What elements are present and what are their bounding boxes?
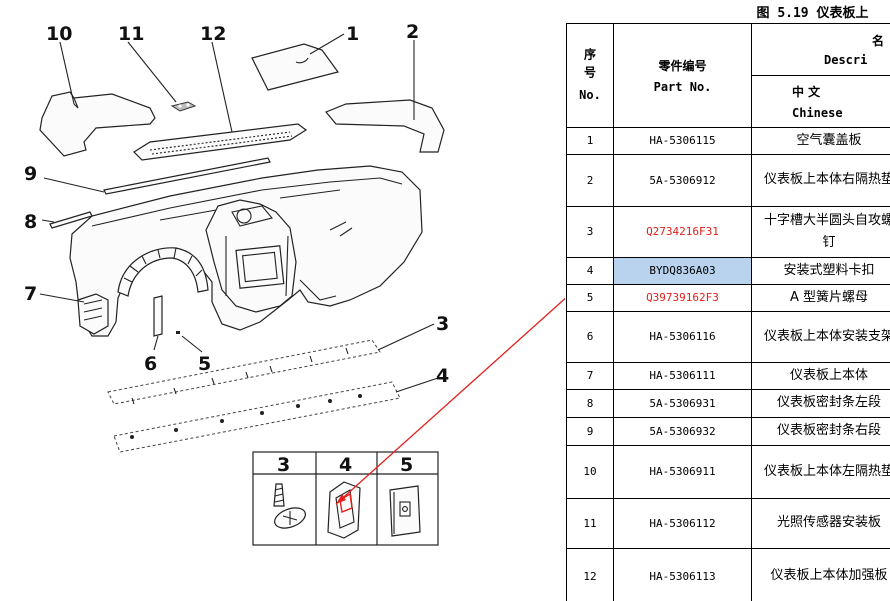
row-name: 空气囊盖板 <box>750 126 890 155</box>
red-arrow-head <box>336 494 346 504</box>
part-1-airbag-cover <box>251 43 340 91</box>
row-name: 仪表板上本体 <box>750 361 890 390</box>
parts-table-panel: 图 5.19 仪表板上 序号 No. 零件编号 Part No. 名 Descr… <box>566 0 890 601</box>
callout-12: 12 <box>200 23 226 45</box>
screw-drawing <box>273 483 306 529</box>
parts-table: 图 5.19 仪表板上 序号 No. 零件编号 Part No. 名 Descr… <box>566 0 890 601</box>
table-row: 4 BYDQ836A03 安装式塑料卡扣 <box>566 256 890 285</box>
exploded-parts-diagram: 10 11 12 1 2 9 8 7 6 5 3 4 3 4 5 <box>24 21 565 546</box>
row-part-no: HA-5306112 <box>613 497 752 549</box>
row-part-no: HA-5306116 <box>613 310 752 363</box>
callout-9: 9 <box>24 163 37 185</box>
row-part-no: HA-5306111 <box>613 361 752 390</box>
table-row: 2 5A-5306912 仪表板上本体右隔热垫 <box>566 153 890 207</box>
spring-nut-drawing <box>389 485 421 537</box>
row-part-no: HA-5306113 <box>613 547 752 601</box>
header-chinese: 中 文 Chinese <box>750 74 890 128</box>
row-no: 2 <box>566 153 614 207</box>
callout-11: 11 <box>118 23 144 45</box>
red-pointer-arrow <box>335 297 565 505</box>
row-no: 5 <box>566 283 614 312</box>
table-title: 图 5.19 仪表板上 <box>566 0 890 24</box>
part-7-dashboard-body <box>69 165 423 337</box>
table-row: 3 Q2734216F31 十字槽大半圆头自攻螺钉 <box>566 205 890 258</box>
row-no: 4 <box>566 256 614 285</box>
callout-2: 2 <box>406 21 419 43</box>
table-row: 7 HA-5306111 仪表板上本体 <box>566 361 890 390</box>
callout-4: 4 <box>436 365 449 387</box>
row-name: 仪表板上本体加强板 <box>750 547 890 601</box>
part-3-screw-band <box>107 339 381 405</box>
table-row: 10 HA-5306911 仪表板上本体左隔热垫 <box>566 444 890 499</box>
callout-7: 7 <box>24 283 37 305</box>
fastener-inset: 3 4 5 <box>252 451 439 546</box>
callout-8: 8 <box>24 211 37 233</box>
row-part-no-highlighted: BYDQ836A03 <box>613 256 752 285</box>
header-part-no: 零件编号 Part No. <box>613 22 752 128</box>
table-row: 9 5A-5306932 仪表板密封条右段 <box>566 416 890 446</box>
table-row: 11 HA-5306112 光照传感器安装板 <box>566 497 890 549</box>
callout-6: 6 <box>144 353 157 375</box>
row-part-no: Q39739162F3 <box>613 283 752 312</box>
inset-label-3: 3 <box>277 454 290 476</box>
table-row: 1 HA-5306115 空气囊盖板 <box>566 126 890 155</box>
row-name: 仪表板密封条左段 <box>750 388 890 418</box>
row-name: 仪表板上本体右隔热垫 <box>750 153 890 207</box>
row-part-no: 5A-5306931 <box>613 388 752 418</box>
row-name: 安装式塑料卡扣 <box>750 256 890 285</box>
header-description: 名 Descri <box>750 22 890 76</box>
row-part-no: 5A-5306932 <box>613 416 752 446</box>
table-row: 6 HA-5306116 仪表板上本体安装支架 <box>566 310 890 363</box>
clip-drawing <box>327 481 361 539</box>
callout-1: 1 <box>346 23 359 45</box>
header-seq: 序号 No. <box>566 22 614 128</box>
row-part-no: HA-5306911 <box>613 444 752 499</box>
row-name: A 型簧片螺母 <box>750 283 890 312</box>
leader-lines <box>39 33 439 393</box>
row-name: 十字槽大半圆头自攻螺钉 <box>750 205 890 258</box>
row-no: 10 <box>566 444 614 499</box>
row-part-no: HA-5306115 <box>613 126 752 155</box>
part-10-left-heat-pad <box>39 91 156 157</box>
row-part-no: Q2734216F31 <box>613 205 752 258</box>
part-4-clip-band <box>113 381 401 453</box>
part-6-bracket <box>153 295 163 337</box>
row-part-no: 5A-5306912 <box>613 153 752 207</box>
part-2-right-heat-pad <box>325 99 445 153</box>
row-name: 仪表板密封条右段 <box>750 416 890 446</box>
part-11-sensor-plate <box>170 101 197 112</box>
row-no: 7 <box>566 361 614 390</box>
table-row: 12 HA-5306113 仪表板上本体加强板 <box>566 547 890 601</box>
row-no: 9 <box>566 416 614 446</box>
callout-10: 10 <box>46 23 72 45</box>
callout-numbers: 10 11 12 1 2 9 8 7 6 5 3 4 <box>24 21 449 387</box>
callout-3: 3 <box>436 313 449 335</box>
row-no: 8 <box>566 388 614 418</box>
row-no: 3 <box>566 205 614 258</box>
callout-5: 5 <box>198 353 211 375</box>
row-no: 11 <box>566 497 614 549</box>
inset-label-5: 5 <box>400 454 413 476</box>
row-name: 仪表板上本体安装支架 <box>750 310 890 363</box>
part-5-nut-markers <box>176 331 180 334</box>
row-no: 6 <box>566 310 614 363</box>
row-name: 仪表板上本体左隔热垫 <box>750 444 890 499</box>
row-no: 12 <box>566 547 614 601</box>
part-12-reinforcement-plate <box>133 123 308 161</box>
table-row: 8 5A-5306931 仪表板密封条左段 <box>566 388 890 418</box>
row-no: 1 <box>566 126 614 155</box>
part-9-right-seal <box>103 157 271 195</box>
inset-label-4: 4 <box>339 454 352 476</box>
row-name: 光照传感器安装板 <box>750 497 890 549</box>
table-row: 5 Q39739162F3 A 型簧片螺母 <box>566 283 890 312</box>
